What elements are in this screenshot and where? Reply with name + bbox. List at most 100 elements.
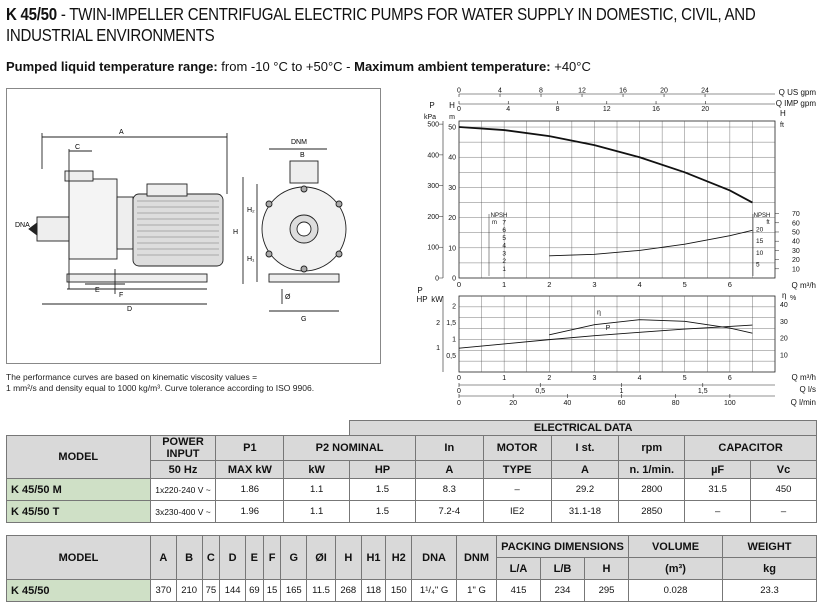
dim-h1-label: H₁ bbox=[247, 256, 255, 263]
dim-value: 118 bbox=[360, 579, 387, 602]
dim-value: 165 bbox=[280, 579, 308, 602]
eff-tick-label: 10 bbox=[780, 353, 788, 360]
kw-cell: 1.1 bbox=[283, 478, 351, 501]
dim-col-volume: VOLUME bbox=[628, 535, 723, 558]
dim-col-lb: L/B bbox=[540, 557, 585, 580]
col-p1-sub: MAX kW bbox=[215, 460, 285, 479]
q-m3h-bottom-tick-label: 4 bbox=[638, 375, 642, 382]
m-tick-label: 50 bbox=[448, 125, 456, 132]
dim-c-label: C bbox=[75, 144, 80, 151]
m-tick-label: 10 bbox=[448, 245, 456, 252]
motor-cell: IE2 bbox=[482, 500, 552, 523]
rpm-cell: 2800 bbox=[618, 478, 686, 501]
dim-col: A bbox=[150, 535, 177, 580]
ft-tick-label: 40 bbox=[792, 239, 800, 246]
col-p2-hp: HP bbox=[349, 460, 416, 479]
q-lmin-tick-label: 100 bbox=[724, 400, 736, 407]
dim-phi-label: Ø bbox=[285, 294, 291, 301]
dim-f-label: F bbox=[119, 292, 123, 299]
performance-note-line2: 1 mm²/s and density equal to 1000 kg/m³.… bbox=[6, 383, 315, 393]
ft-tick-label: 10 bbox=[792, 266, 800, 273]
volume-value: 0.028 bbox=[628, 579, 723, 602]
q-m3h-bottom-tick-label: 3 bbox=[592, 375, 596, 382]
col-rpm-sub: n. 1/min. bbox=[618, 460, 686, 479]
performance-note-line1: The performance curves are based on kine… bbox=[6, 372, 258, 382]
q-m3h-bottom-tick-label: 5 bbox=[683, 375, 687, 382]
dim-col-model: MODEL bbox=[6, 535, 151, 580]
q-m3h-bottom-tick-label: 0 bbox=[457, 375, 461, 382]
col-cap-vc: Vc bbox=[750, 460, 817, 479]
dim-value: 150 bbox=[385, 579, 413, 602]
p1-cell: 1.86 bbox=[215, 478, 285, 501]
dim-b-label: B bbox=[300, 152, 305, 159]
table-row: K 45/50 370 210 75 144 69 15 165 11.5 26… bbox=[6, 579, 817, 602]
eta-curve-label: η bbox=[597, 309, 601, 316]
dim-col-weight-sub: kg bbox=[722, 557, 817, 580]
ambient-temp-label: Maximum ambient temperature: bbox=[354, 59, 551, 74]
imp-gpm-tick-label: 8 bbox=[556, 106, 560, 113]
dim-value: 144 bbox=[219, 579, 246, 602]
m-tick-label: 0 bbox=[452, 276, 456, 283]
q-ls-tick-label: 0,5 bbox=[535, 388, 545, 395]
efficiency-curve bbox=[549, 319, 753, 336]
power-cell: 1x220-240 V ~ bbox=[149, 478, 217, 501]
imp-gpm-tick-label: 12 bbox=[603, 106, 611, 113]
dim-col: D bbox=[219, 535, 246, 580]
col-motor: MOTOR bbox=[482, 435, 552, 461]
rpm-cell: 2850 bbox=[618, 500, 686, 523]
npsh-m-tick-label: 1 bbox=[502, 266, 506, 273]
model-cell: K 45/50 bbox=[6, 579, 151, 602]
npsh-ft-tick-label: 20 bbox=[756, 226, 764, 233]
dim-col: DNM bbox=[456, 535, 497, 580]
dim-col: G bbox=[280, 535, 308, 580]
ft-unit-label: ft bbox=[780, 122, 784, 129]
npsh-unit-left: m bbox=[492, 220, 497, 226]
dim-col: F bbox=[262, 535, 282, 580]
m-tick-label: 20 bbox=[448, 215, 456, 222]
pump-drawing-svg: A C DNA D E F DNM B H₂ H bbox=[15, 129, 347, 323]
col-power-input: POWER INPUT bbox=[149, 435, 217, 461]
table-row: K 45/50 M 1x220-240 V ~ 1.86 1.1 1.5 8.3… bbox=[6, 478, 817, 501]
q-ls-tick-label: 1 bbox=[620, 388, 624, 395]
npsh-ft-tick-label: 5 bbox=[756, 262, 760, 269]
p-curve-label: P bbox=[606, 325, 611, 332]
hp-cell: 1.5 bbox=[349, 478, 416, 501]
table-row: K 45/50 T 3x230-400 V ~ 1.96 1.1 1.5 7.2… bbox=[6, 500, 817, 523]
in-cell: 7.2-4 bbox=[414, 500, 484, 523]
model-cell: K 45/50 M bbox=[6, 478, 151, 501]
m-tick-label: 30 bbox=[448, 185, 456, 192]
us-gpm-tick-label: 0 bbox=[457, 88, 461, 95]
q-m3h-bottom-axis-label: Q m³/h bbox=[792, 373, 816, 382]
title-text: - TWIN-IMPELLER CENTRIFUGAL ELECTRIC PUM… bbox=[6, 4, 756, 45]
q-m3h-bottom-tick-label: 6 bbox=[728, 375, 732, 382]
dim-value: 69 bbox=[245, 579, 264, 602]
ft-tick-label: 20 bbox=[792, 257, 800, 264]
col-motor-sub: TYPE bbox=[482, 460, 552, 479]
performance-note: The performance curves are based on kine… bbox=[6, 372, 381, 394]
dim-d-label: D bbox=[127, 306, 132, 313]
dim-value: 15 bbox=[262, 579, 282, 602]
npsh-curve bbox=[549, 229, 753, 257]
temp-range-label: Pumped liquid temperature range: bbox=[6, 59, 218, 74]
us-gpm-tick-label: 4 bbox=[498, 88, 502, 95]
dim-col: DNA bbox=[411, 535, 458, 580]
col-p1: P1 bbox=[215, 435, 285, 461]
us-gpm-tick-label: 16 bbox=[619, 88, 627, 95]
dim-col: E bbox=[245, 535, 264, 580]
uf-cell: – bbox=[684, 500, 752, 523]
hp-unit-label: HP bbox=[416, 295, 427, 304]
ambient-temp-value: +40°C bbox=[550, 59, 591, 74]
dim-dna-label: DNA bbox=[15, 222, 30, 229]
hp-cell: 1.5 bbox=[349, 500, 416, 523]
p1-cell: 1.96 bbox=[215, 500, 285, 523]
imp-gpm-tick-label: 20 bbox=[701, 106, 709, 113]
q-lmin-tick-label: 60 bbox=[618, 400, 626, 407]
page-title: K 45/50 - TWIN-IMPELLER CENTRIFUGAL ELEC… bbox=[6, 4, 814, 46]
kpa-tick-label: 300 bbox=[427, 183, 439, 190]
kw-tick-label: 2 bbox=[452, 303, 456, 310]
col-model: MODEL bbox=[6, 435, 151, 479]
q-ls-tick-label: 1,5 bbox=[698, 388, 708, 395]
dim-col: ØI bbox=[306, 535, 336, 580]
dim-col: H2 bbox=[385, 535, 413, 580]
q-m3h-tick-label: 6 bbox=[728, 280, 732, 289]
